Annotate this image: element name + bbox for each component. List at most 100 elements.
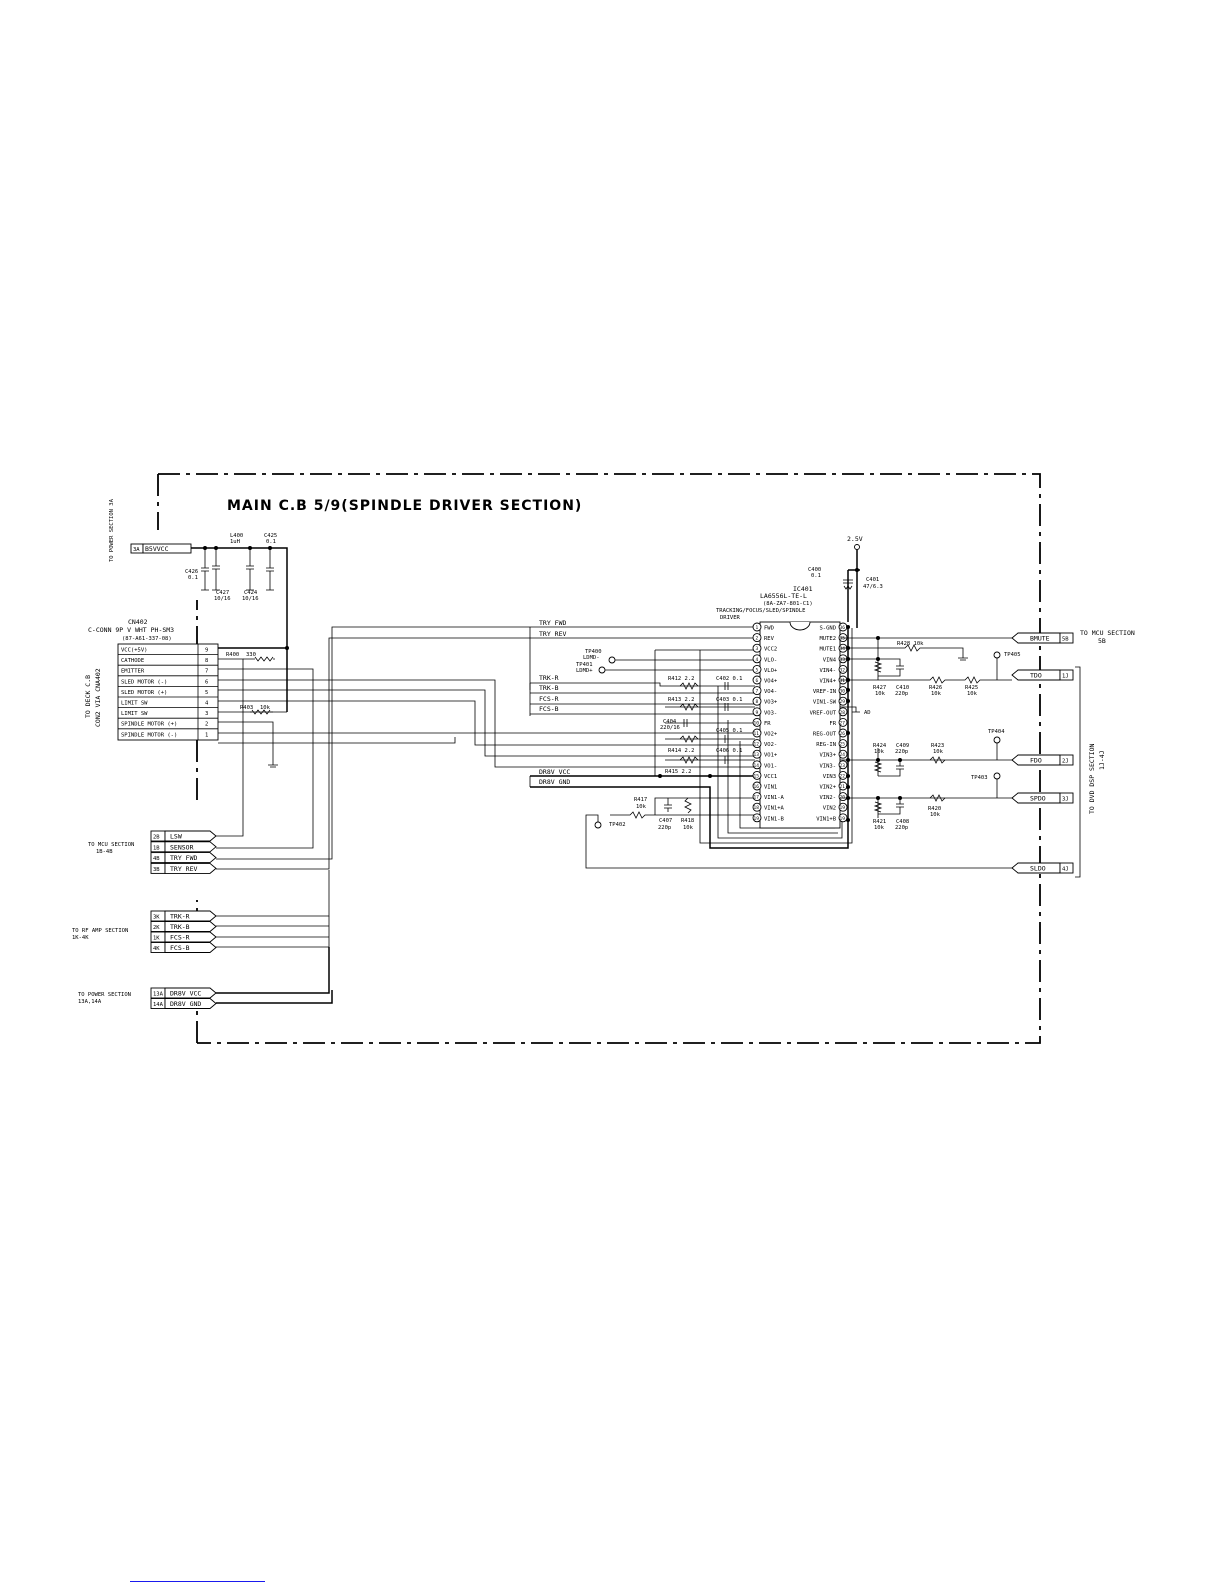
- ic-pin-left: [752, 760, 762, 770]
- dsp-fdo-pin-box: [1059, 754, 1074, 766]
- ic-pin-name: REG-IN: [816, 742, 836, 748]
- ic-pin-left: [752, 717, 762, 727]
- ic-pin-name: VIN1+A: [764, 806, 785, 812]
- rf-in-pin: 2K: [153, 925, 160, 931]
- dsp-fdo-pin: 2J: [1062, 759, 1069, 765]
- dsp-spdo-pin-box: [1059, 792, 1074, 804]
- c403: C403 0.1: [716, 697, 743, 703]
- dsp-side-label: TO DVD DSP SECTION: [1088, 743, 1096, 814]
- power-in-label: TO POWER SECTION 3A: [109, 498, 115, 562]
- r420: R420: [928, 806, 941, 812]
- sig-dr8v-gnd: DR8V GND: [539, 778, 570, 786]
- cn402-part: (87-A61-337-08): [122, 636, 172, 642]
- tp400: TP400: [585, 649, 602, 655]
- ic-pin-name: VREF-IN: [813, 689, 836, 695]
- ic-pin-name: FR: [764, 721, 771, 727]
- ic-pin-name: VIN1-A: [764, 795, 785, 801]
- pwr-in-net: DR8V VCC: [170, 990, 201, 998]
- c406: C406 0.1: [716, 748, 743, 754]
- mcu-in-net-box: [164, 841, 217, 853]
- ic-pin-name: VO4-: [764, 689, 777, 695]
- ic-pin-name: VIN1: [764, 785, 777, 791]
- ic-pin-num: 16: [754, 784, 760, 790]
- rf-in-pin: 1K: [153, 936, 160, 942]
- r403-val: 10k: [260, 705, 271, 711]
- ic-pin-name: VLO-: [764, 657, 777, 663]
- cn402-pin-name: SPINDLE MOTOR (-): [121, 732, 177, 738]
- c410-val: 220p: [895, 691, 908, 697]
- r425-val: 10k: [967, 691, 978, 697]
- mcu-in-pin: 1B: [153, 845, 160, 851]
- ic-pin-left: [752, 792, 762, 802]
- sig-dr8v-vcc: DR8V VCC: [539, 768, 570, 776]
- footer-link-underline[interactable]: [130, 1581, 265, 1582]
- r420-val: 10k: [930, 812, 941, 818]
- ic-pin-left: [752, 781, 762, 791]
- rf-in-net-box: [164, 942, 217, 953]
- mcu-in-net: TRY REV: [170, 865, 197, 873]
- r424-val: 10k: [874, 749, 885, 755]
- ic-pin-left: [752, 802, 762, 812]
- ic-pin-num: 19: [754, 816, 760, 822]
- rf-in-net: TRK-B: [170, 923, 190, 931]
- ic-pin-right: [838, 813, 848, 823]
- ic-pin-left: [752, 643, 762, 653]
- ic-pin-name: VIN2+: [820, 785, 837, 791]
- mcu-in-net: TRY FWD: [170, 854, 197, 862]
- dsp-fdo-net: FDO: [1030, 757, 1042, 765]
- ic-pin-name: VO2+: [764, 732, 778, 738]
- mcu-in-label1: TO MCU SECTION: [88, 842, 134, 848]
- ic-pin-num: 21: [840, 784, 846, 790]
- ic-pin-right: [838, 707, 848, 717]
- ic-pin-num: 25: [840, 742, 846, 748]
- ic-pin-num: 29: [840, 699, 846, 705]
- c405: C405 0.1: [716, 728, 743, 734]
- ic-pin-num: 17: [754, 795, 760, 801]
- ic-pin-left: [752, 622, 762, 632]
- ic-pin-name: FWD: [764, 626, 774, 632]
- ic-pin-num: 4: [756, 657, 759, 663]
- dsp-sldo-pin: 4J: [1062, 867, 1069, 873]
- cn402-pin-num: 4: [205, 701, 209, 707]
- ic-pin-left: [752, 749, 762, 759]
- sig-try-fwd: TRY FWD: [539, 619, 566, 627]
- rf-in-net: FCS-R: [170, 934, 190, 942]
- ic-pin-num: 28: [840, 710, 846, 716]
- ic-pin-name: VO3+: [764, 700, 778, 706]
- sig-trk-r: TRK-R: [539, 674, 559, 682]
- ic-pin-num: 26: [840, 731, 846, 737]
- ic-pin-num: 30: [840, 689, 846, 695]
- c407: C407: [659, 818, 672, 824]
- ic-pin-num: 13: [754, 752, 760, 758]
- ic-pin-right: [838, 749, 848, 759]
- ic-pin-num: 14: [754, 763, 760, 769]
- rf-in-net-box: [164, 921, 217, 932]
- cn402-pin-name: VCC(+5V): [121, 648, 148, 654]
- ic-pin-num: 10: [754, 720, 760, 726]
- ic-ref: IC401: [793, 585, 813, 593]
- ic-pin-name: S-GND: [820, 626, 837, 632]
- c426-val: 0.1: [188, 575, 198, 581]
- ad-label: AD: [864, 710, 871, 716]
- mcu-in-pin: 2B: [153, 835, 160, 841]
- ic-pin-num: 3: [756, 646, 759, 652]
- tp404: TP404: [988, 729, 1005, 735]
- mcu-in-pin: 3B: [153, 867, 160, 873]
- cn402-pin-name: SLED MOTOR (+): [121, 690, 167, 696]
- ic-pin-num: 32: [840, 667, 846, 673]
- r423-val: 10k: [933, 749, 944, 755]
- ic-pin-left: [752, 728, 762, 738]
- sig-fcs-r: FCS-R: [539, 695, 559, 703]
- c404-val: 220/16: [660, 725, 680, 731]
- supply-2v5: 2.5V: [847, 535, 863, 543]
- tp400-net: LDMD-: [583, 655, 600, 661]
- cn402-pin-num: 5: [205, 690, 208, 696]
- ic-pin-right: [838, 717, 848, 727]
- c408: C408: [896, 819, 909, 825]
- ic-pin-name: VIN4+: [820, 679, 837, 685]
- c401-val: 47/6.3: [863, 584, 883, 590]
- c400-val: 0.1: [811, 573, 821, 579]
- r414: R414 2.2: [668, 748, 695, 754]
- mute-label2: 5B: [1098, 637, 1106, 645]
- ic-pin-num: 34: [840, 646, 846, 652]
